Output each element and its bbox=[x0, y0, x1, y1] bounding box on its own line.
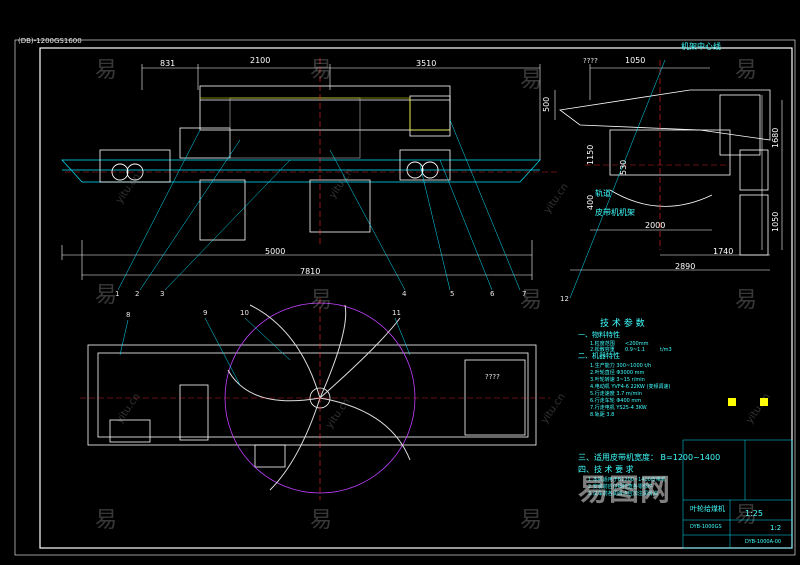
watermark-glyph: 易 bbox=[95, 58, 118, 83]
spec-row-4-3: 3.试车前各润滑点应加注润滑油 bbox=[588, 491, 658, 497]
part-number-1: 1 bbox=[115, 290, 120, 298]
spec-row-2-4: 4.电动机 YVF4-6 22KW (变频调速) bbox=[590, 384, 671, 390]
dim-530: 530 bbox=[619, 159, 628, 175]
spec-row-2-6: 6.行走车轮 Φ400 mm bbox=[590, 398, 642, 404]
part-number-9: 9 bbox=[203, 309, 208, 317]
spec-row-2-2: 2.叶轮直径 Φ3000 mm bbox=[590, 370, 645, 376]
brand-logo-text: 易图网 bbox=[578, 473, 671, 508]
elevation-view bbox=[61, 58, 560, 291]
spec-row-1e: t/m3 bbox=[660, 347, 672, 353]
dim-1680: 1680 bbox=[771, 127, 780, 148]
spec-row-4-1: 1.本机适用于B1200~1400皮带机 bbox=[588, 477, 666, 483]
spec-row-1b: <200mm bbox=[625, 341, 649, 347]
unknown-label-side: ???? bbox=[485, 373, 500, 381]
part-number-12: 12 bbox=[560, 295, 569, 303]
plan-view bbox=[80, 298, 550, 500]
inner-border bbox=[39, 47, 793, 549]
spec-row-1d: 0.9~1.1 bbox=[625, 347, 646, 353]
side-view bbox=[554, 59, 783, 299]
watermark-glyph: 易 bbox=[310, 58, 333, 83]
watermark-glyph: 易 bbox=[735, 503, 758, 528]
outer-border bbox=[14, 39, 796, 556]
part-number-3: 3 bbox=[160, 290, 165, 298]
title-name: 叶轮给煤机 bbox=[690, 505, 725, 513]
spec-section-2: 二、机器特性 bbox=[578, 352, 620, 360]
part-number-4: 4 bbox=[402, 290, 407, 298]
spec-row-2-5: 5.行走速度 3.7 m/min bbox=[590, 391, 642, 397]
spec-row-2-8: 8.轨距 3.8 bbox=[590, 412, 615, 418]
title-block-frame bbox=[682, 439, 793, 549]
yellow-mark-1 bbox=[728, 398, 736, 406]
spec-row-4-2: 2.安装前应仔细检查各零部件 bbox=[588, 484, 653, 490]
spec-title: 技 术 参 数 bbox=[600, 319, 645, 329]
dim-1050-vertical: 1050 bbox=[771, 211, 780, 232]
part-number-11: 11 bbox=[392, 309, 401, 317]
watermark-glyph: 易 bbox=[735, 288, 758, 313]
dim-1740: 1740 bbox=[713, 247, 734, 256]
spec-section-1: 一、物料特性 bbox=[578, 331, 620, 339]
dim-3510: 3510 bbox=[416, 59, 437, 68]
drawing-code: (DB)-1200GS1600 bbox=[18, 37, 82, 45]
dim-500: 500 bbox=[542, 96, 551, 112]
spec-section-4: 四、技 术 要 求 bbox=[578, 465, 634, 474]
part-number-2: 2 bbox=[135, 290, 140, 298]
part-number-10: 10 bbox=[240, 309, 249, 317]
track-label: 轨道 bbox=[595, 189, 611, 198]
dim-1150: 1150 bbox=[586, 144, 595, 165]
dim-831: 831 bbox=[160, 59, 176, 68]
part-number-6: 6 bbox=[490, 290, 495, 298]
watermark-glyph: 易 bbox=[310, 288, 333, 313]
spec-row-2-1: 1.生产能力 300~1000 t/h bbox=[590, 363, 652, 369]
dim-2000: 2000 bbox=[645, 221, 666, 230]
title-mark: 1:2 bbox=[770, 524, 782, 532]
dim-400: 400 bbox=[586, 194, 595, 210]
watermark-glyph: 易 bbox=[95, 508, 118, 533]
unknown-label-top: ???? bbox=[583, 57, 598, 65]
watermark-glyph: 易 bbox=[95, 283, 118, 308]
dim-1050: 1050 bbox=[625, 56, 646, 65]
watermark-glyph: 易 bbox=[520, 68, 543, 93]
yellow-mark-2 bbox=[760, 398, 768, 406]
dim-5000: 5000 bbox=[265, 247, 286, 256]
title-scale: 1:25 bbox=[745, 509, 763, 518]
belt-frame-label: 皮带机机架 bbox=[595, 208, 635, 217]
dim-2100: 2100 bbox=[250, 56, 271, 65]
machine-centerline-label: 机架中心线 bbox=[681, 42, 721, 51]
part-number-8: 8 bbox=[126, 311, 131, 319]
watermark-glyph: 易 bbox=[520, 508, 543, 533]
watermark-glyph: 易 bbox=[310, 508, 333, 533]
spec-row-1a: 1.粒度范围 bbox=[590, 341, 615, 347]
dim-2890: 2890 bbox=[675, 262, 696, 271]
watermark-glyph: 易 bbox=[735, 58, 758, 83]
spec-section-3: 三、适用皮带机宽度： B=1200~1400 bbox=[578, 453, 721, 462]
part-number-7: 7 bbox=[522, 290, 527, 298]
spec-row-2-3: 3.叶轮转速 3~15 r/min bbox=[590, 377, 645, 383]
dim-7810: 7810 bbox=[300, 267, 321, 276]
spec-row-1c: 2.松散容重 bbox=[590, 347, 615, 353]
title-code: DYB-1000GS bbox=[690, 524, 722, 530]
title-drawing-number: DYB-1000A-00 bbox=[745, 539, 782, 545]
part-number-5: 5 bbox=[450, 290, 455, 298]
watermark-glyph: 易 bbox=[520, 288, 543, 313]
spec-row-2-7: 7.行走电机 YS25-4 3KW bbox=[590, 405, 647, 411]
